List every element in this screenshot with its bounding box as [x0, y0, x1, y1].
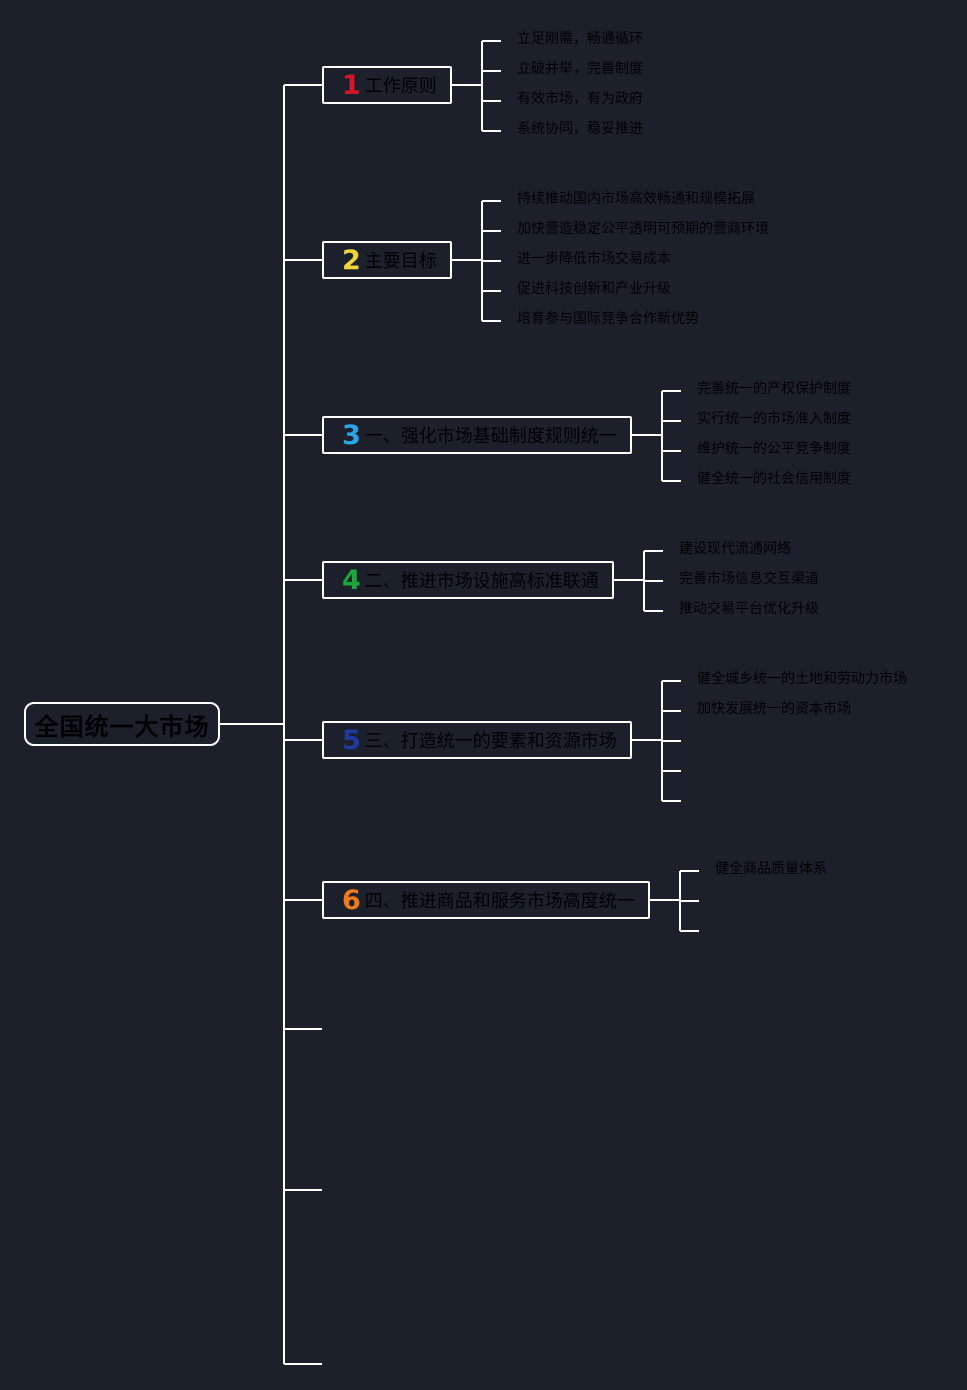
leaf-label[interactable]: 推动交易平台优化升级 [679, 601, 819, 617]
branch-label: 工作原则 [364, 76, 437, 97]
leaf-label[interactable]: 加快营造稳定公平透明可预期的营商环境 [517, 221, 769, 237]
leaf-label[interactable]: 完善市场信息交互渠道 [679, 571, 819, 587]
leaf-label[interactable]: 加快发展统一的资本市场 [697, 701, 851, 717]
root-node[interactable]: 全国统一大市场 [24, 702, 220, 746]
branch-label: 二、推进市场设施高标准联通 [364, 571, 599, 592]
leaf-label[interactable]: 有效市场，有为政府 [517, 91, 643, 107]
branch-number: 4 [342, 564, 361, 596]
branch-number: 2 [342, 244, 361, 276]
leaf-label[interactable]: 实行统一的市场准入制度 [697, 411, 851, 427]
leaf-label[interactable]: 进一步降低市场交易成本 [517, 251, 671, 267]
leaf-label[interactable]: 立足刚需，畅通循环 [517, 31, 643, 47]
leaf-label[interactable]: 立破并举，完善制度 [517, 61, 643, 77]
leaf-label[interactable]: 健全商品质量体系 [715, 861, 827, 877]
leaf-label[interactable]: 持续推动国内市场高效畅通和规模拓展 [517, 191, 755, 207]
branch-label: 三、打造统一的要素和资源市场 [364, 731, 617, 752]
branch-number: 6 [342, 884, 361, 916]
leaf-label[interactable]: 促进科技创新和产业升级 [517, 281, 671, 297]
branch-label: 四、推进商品和服务市场高度统一 [364, 891, 635, 912]
branch-label: 主要目标 [364, 251, 437, 272]
leaf-label[interactable]: 建设现代流通网络 [679, 541, 791, 557]
leaf-label[interactable]: 培育参与国际竞争合作新优势 [517, 311, 699, 327]
root-label: 全国统一大市场 [34, 712, 210, 741]
branch-label: 一、强化市场基础制度规则统一 [364, 426, 617, 447]
leaf-label[interactable]: 健全城乡统一的土地和劳动力市场 [697, 671, 907, 687]
leaf-label[interactable]: 完善统一的产权保护制度 [697, 381, 851, 397]
branch-number: 1 [342, 69, 361, 101]
leaf-label[interactable]: 健全统一的社会信用制度 [697, 471, 851, 487]
branch-number: 3 [342, 419, 361, 451]
branch-number: 5 [342, 724, 361, 756]
leaf-label[interactable]: 维护统一的公平竞争制度 [697, 441, 851, 457]
leaf-label[interactable]: 系统协同，稳妥推进 [517, 121, 643, 137]
